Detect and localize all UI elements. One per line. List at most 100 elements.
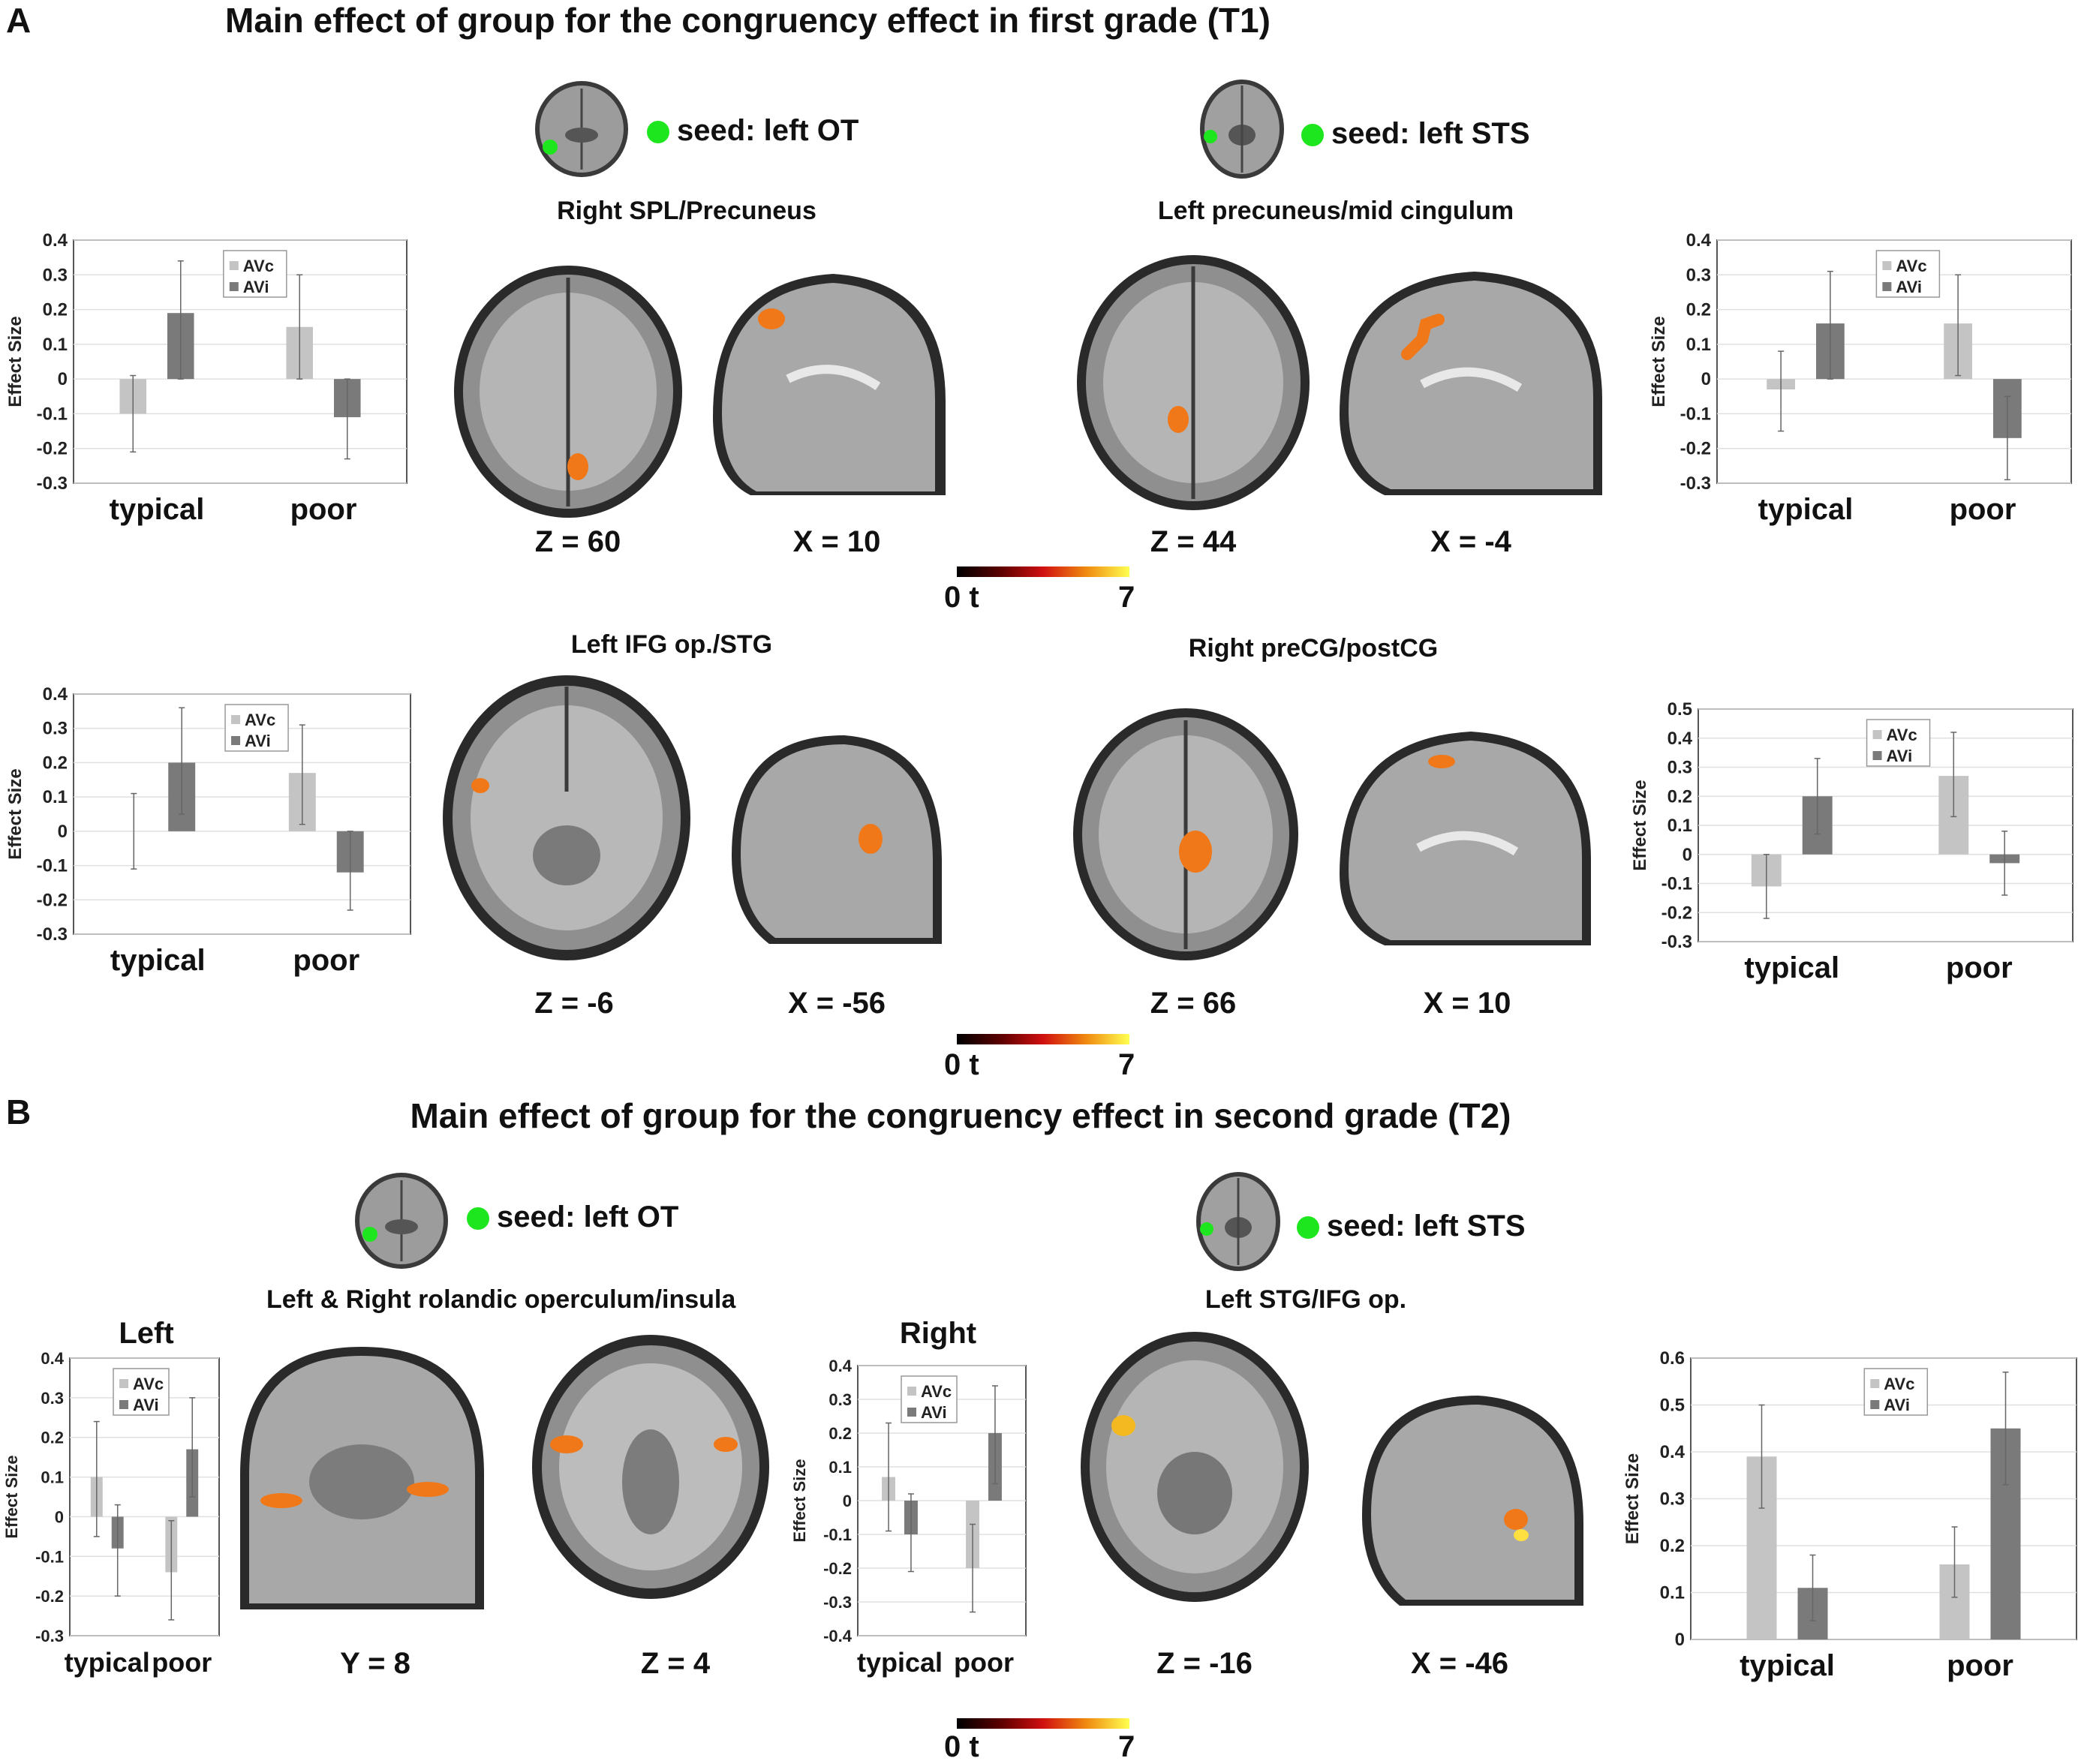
mri-axial-slice (1073, 251, 1313, 514)
y-tick-label: -0.3 (823, 1593, 852, 1612)
y-tick-label: -0.2 (37, 439, 68, 459)
y-tick-label: 0.2 (1660, 1536, 1685, 1556)
y-tick-label: 0.1 (43, 787, 68, 807)
mri-coronal-slice (233, 1339, 492, 1609)
mri-axial-slice (450, 263, 687, 521)
legend-label: AVi (245, 732, 271, 750)
seed-brain-thumbnail-sts (1193, 1169, 1283, 1274)
y-tick-label: 0.4 (1667, 729, 1693, 749)
category-label: typical (110, 493, 205, 526)
legend-swatch (229, 261, 239, 270)
mri-axial-slice (439, 672, 694, 964)
y-tick-label: 0.3 (1667, 758, 1692, 778)
y-tick-label: -0.3 (37, 473, 68, 494)
legend-swatch (1882, 282, 1892, 291)
legend-label: AVc (245, 711, 275, 729)
legend-label: AVi (243, 278, 269, 296)
legend-swatch (119, 1400, 128, 1409)
y-tick-label: 0.4 (43, 233, 68, 251)
y-tick-label: 0.4 (1660, 1442, 1686, 1462)
category-label: poor (1950, 493, 2016, 526)
legend-swatch (119, 1379, 128, 1388)
category-label: poor (152, 1647, 212, 1678)
y-tick-label: 0.4 (41, 1351, 64, 1368)
legend-label: AVi (1896, 278, 1922, 296)
seed-marker-icon (1301, 124, 1324, 147)
y-tick-label: -0.3 (1661, 932, 1692, 952)
slice-coordinate: X = 10 (792, 525, 881, 558)
y-tick-label: 0.3 (43, 265, 68, 285)
y-tick-label: -0.1 (35, 1547, 64, 1566)
seed-brain-thumbnail-sts (1197, 77, 1287, 182)
legend-label: AVi (1884, 1396, 1910, 1414)
y-tick-label: 0.1 (1686, 335, 1711, 355)
y-tick-label: -0.3 (37, 924, 68, 945)
category-label: poor (290, 493, 357, 526)
y-axis-label: Effect Size (1632, 780, 1650, 870)
mri-axial-slice (1069, 705, 1302, 964)
slice-coordinate: X = 10 (1423, 987, 1511, 1020)
legend-swatch (1870, 1379, 1880, 1388)
region-label: Right SPL/Precuneus (557, 197, 816, 225)
category-label: typical (1740, 1649, 1835, 1682)
slice-coordinate: Z = 44 (1150, 525, 1237, 558)
legend-swatch (231, 715, 241, 724)
slice-coordinate: X = -46 (1410, 1647, 1509, 1680)
slice-coordinate: Z = 60 (534, 525, 621, 558)
y-tick-label: 0 (55, 1507, 64, 1526)
legend-label: AVi (133, 1396, 159, 1414)
y-tick-label: -0.2 (37, 890, 68, 910)
region-label: Left precuneus/mid cingulum (1157, 197, 1514, 225)
mri-sagittal-slice (1355, 1388, 1591, 1606)
legend-swatch (907, 1387, 916, 1396)
y-tick-label: 0.5 (1660, 1396, 1685, 1416)
mri-sagittal-slice (1332, 724, 1598, 945)
legend-swatch (229, 282, 239, 291)
slice-coordinate: X = -56 (787, 987, 886, 1020)
category-label: typical (110, 944, 206, 977)
colorbar (957, 1718, 1129, 1729)
y-tick-label: 0.1 (1667, 816, 1692, 836)
colorbar-max-label: 7 (1118, 1048, 1135, 1081)
y-tick-label: 0.2 (828, 1424, 852, 1443)
slice-coordinate: Z = 4 (640, 1647, 711, 1680)
y-tick-label: 0 (843, 1492, 852, 1510)
y-tick-label: 0.4 (828, 1358, 852, 1375)
legend-swatch (1872, 730, 1882, 739)
legend-label: AVi (921, 1403, 947, 1422)
legend-label: AVc (243, 257, 274, 275)
panel-letter-b: B (6, 1092, 32, 1131)
legend-label: AVi (1887, 747, 1913, 765)
mri-sagittal-slice (705, 266, 949, 495)
y-tick-label: -0.1 (1680, 404, 1711, 424)
y-tick-label: -0.3 (1680, 473, 1711, 494)
y-tick-label: 0.3 (828, 1390, 852, 1409)
panel-a-title: Main effect of group for the congruency … (225, 1, 1271, 40)
legend-label: AVc (133, 1375, 164, 1393)
y-tick-label: 0.2 (41, 1429, 64, 1447)
region-label: Left IFG op./STG (570, 630, 773, 659)
y-axis-label: Effect Size (4, 1455, 21, 1538)
colorbar-max-label: 7 (1118, 1730, 1135, 1763)
y-tick-label: -0.1 (823, 1525, 852, 1544)
y-axis-label: Effect Size (8, 768, 26, 859)
y-tick-label: 0 (1701, 369, 1711, 389)
seed-label-sts: seed: left STS (1301, 117, 1530, 151)
y-tick-label: 0.3 (41, 1389, 64, 1408)
slice-coordinate: Y = 8 (340, 1647, 410, 1680)
mri-sagittal-slice (724, 728, 949, 944)
colorbar-min-label: 0 t (944, 581, 979, 614)
panel-letter-a: A (6, 1, 32, 40)
y-tick-label: 0.2 (43, 753, 68, 773)
y-tick-label: 0.2 (1667, 786, 1692, 807)
seed-brain-thumbnail-ot (529, 75, 634, 180)
category-label: poor (1947, 1649, 2013, 1682)
category-label: poor (954, 1647, 1014, 1678)
region-label: Right preCG/postCG (1188, 634, 1439, 663)
seed-marker-icon (647, 121, 669, 144)
colorbar (957, 1034, 1129, 1044)
y-tick-label: -0.2 (35, 1587, 64, 1606)
y-tick-label: -0.3 (35, 1627, 64, 1645)
